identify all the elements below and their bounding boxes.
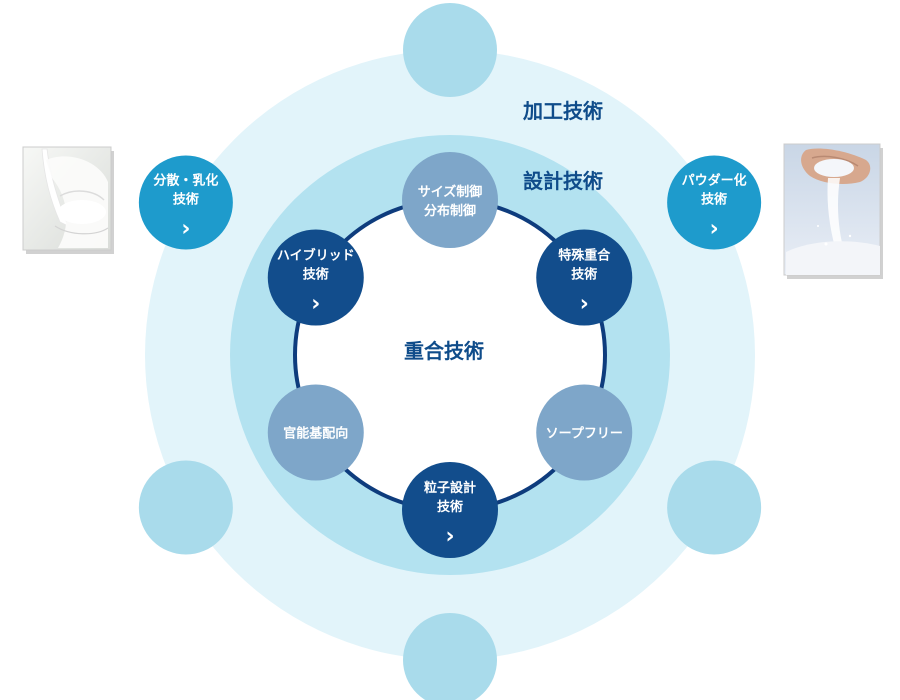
polymerization-node-circle — [267, 229, 364, 326]
chevron-right-icon[interactable]: › — [181, 217, 190, 242]
processing-node-label-line2: 技術 — [701, 192, 727, 208]
polymerization-node-label-line1: ハイブリッド — [277, 248, 355, 264]
middle-ring-label: 設計技術 — [523, 169, 603, 193]
polymerization-node-layer: サイズ制御分布制御特殊重合技術›ソープフリー粒子設計技術›官能基配向ハイブリッド… — [267, 152, 633, 558]
processing-node-3 — [667, 460, 762, 555]
polymerization-node-label-line2: 分布制御 — [424, 203, 476, 219]
processing-node-label-line1: 分散・乳化 — [153, 173, 218, 189]
outer-ring-label: 加工技術 — [522, 99, 603, 123]
powder-hand-photo — [783, 143, 883, 279]
chevron-right-icon[interactable]: › — [445, 524, 454, 549]
polymerization-node-circle — [536, 384, 633, 481]
processing-node-label-line1: パウダー化 — [682, 173, 747, 189]
processing-node-4 — [403, 613, 497, 700]
polymerization-node-label-line2: 技術 — [303, 267, 329, 283]
processing-node-circle — [138, 460, 233, 555]
processing-node-1 — [403, 3, 497, 97]
polymerization-node-label-line1: サイズ制御 — [418, 184, 483, 200]
polymerization-node-label-line1: ソープフリー — [546, 427, 623, 442]
processing-node-label-line2: 技術 — [173, 192, 199, 208]
chevron-right-icon[interactable]: › — [710, 217, 719, 242]
center-label: 重合技術 — [404, 339, 484, 363]
processing-node-5 — [138, 460, 233, 555]
polymerization-node-3: ソープフリー — [536, 384, 633, 481]
polymerization-node-label-line1: 官能基配向 — [283, 426, 348, 442]
polymerization-node-circle — [402, 152, 498, 248]
polymerization-node-label-line2: 技術 — [571, 267, 597, 283]
milk-pour-photo — [22, 146, 114, 254]
chevron-right-icon[interactable]: › — [311, 292, 320, 317]
polymerization-node-circle — [402, 462, 498, 558]
polymerization-node-circle — [267, 384, 364, 481]
polymerization-node-label-line1: 粒子設計 — [424, 480, 476, 496]
polymerization-node-5: 官能基配向 — [267, 384, 364, 481]
processing-node-circle — [403, 3, 497, 97]
processing-node-circle — [667, 155, 762, 250]
polymerization-node-label-line1: 特殊重合 — [558, 248, 611, 264]
processing-node-circle — [403, 613, 497, 700]
processing-node-circle — [667, 460, 762, 555]
chevron-right-icon[interactable]: › — [580, 292, 589, 317]
polymerization-node-circle — [536, 229, 633, 326]
processing-node-circle — [138, 155, 233, 250]
polymerization-node-label-line2: 技術 — [437, 499, 463, 515]
